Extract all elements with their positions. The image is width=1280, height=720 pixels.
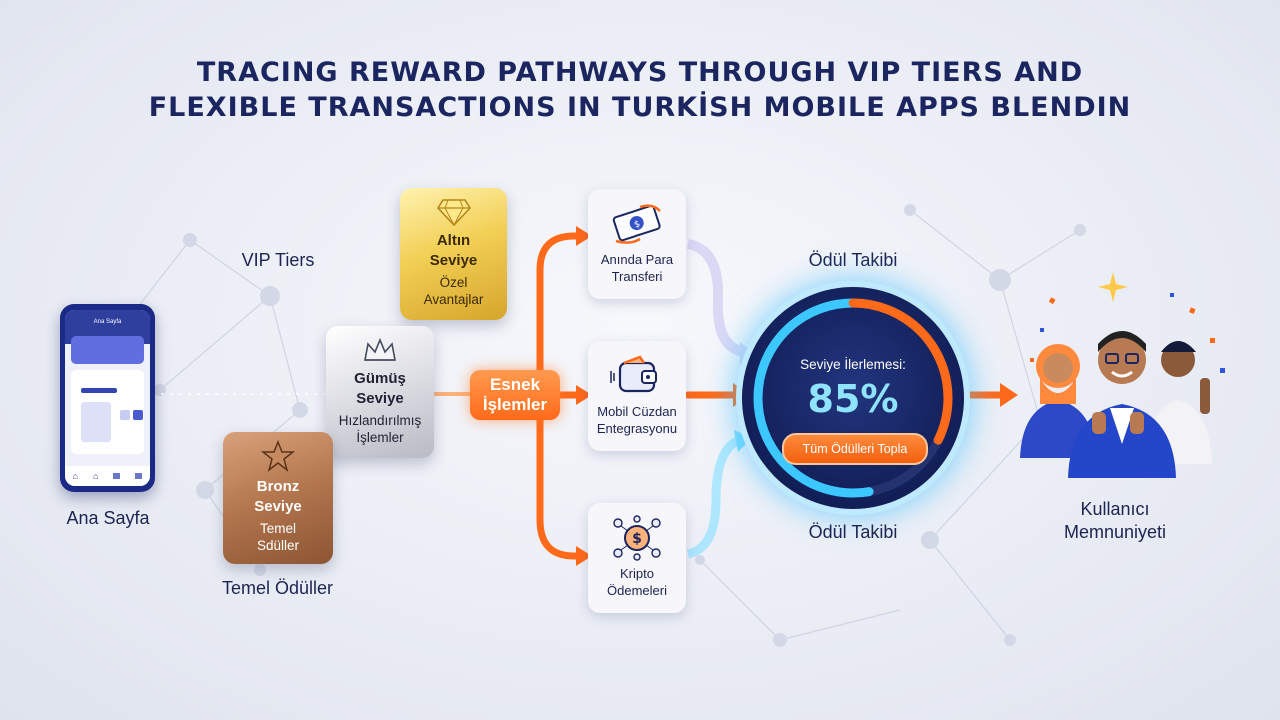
instant-transfer-line-2: Transferi: [611, 269, 663, 284]
flexible-line-2: İşlemler: [482, 395, 548, 414]
gold-tier-sub-1: Özel: [439, 275, 468, 290]
collect-all-rewards-button[interactable]: Tüm Ödülleri Topla: [782, 433, 928, 465]
diamond-icon: [436, 199, 471, 227]
phone-banner: [71, 336, 144, 364]
progress-ring: [753, 298, 953, 498]
gold-tier-sub-2: Avantajlar: [423, 292, 484, 307]
vip-tiers-label: VIP Tiers: [241, 250, 315, 270]
gold-tier-title-1: Altın: [436, 232, 471, 249]
page-title-line-1: TRACING REWARD PATHWAYS THROUGH VIP TIER…: [196, 57, 1084, 88]
instant-transfer-line-1: Anında Para: [600, 252, 674, 267]
user-satisfaction-line-2: Memnuniyeti: [1063, 522, 1167, 542]
phone-tab-bar: ⌂ ⌂: [65, 466, 150, 486]
phone-content-card: [71, 370, 144, 454]
money-transfer-icon: $: [612, 204, 661, 244]
bronze-tier-sub-2: Sdüller: [256, 538, 300, 553]
reward-tracking-label-bottom: Ödül Takibi: [808, 522, 898, 542]
phone-home-screen[interactable]: Ana Sayfa ⌂ ⌂: [60, 304, 155, 492]
mobile-wallet-card[interactable]: Mobil Cüzdan Entegrasyonu: [588, 341, 686, 451]
star-icon: [260, 439, 296, 472]
crown-icon: [364, 337, 396, 361]
svg-text:$: $: [632, 531, 642, 547]
gold-tier-card[interactable]: Altın Seviye Özel Avantajlar: [400, 188, 507, 320]
instant-transfer-card[interactable]: $ Anında Para Transferi: [588, 189, 686, 299]
phone-screen: Ana Sayfa ⌂ ⌂: [65, 310, 150, 486]
progress-caption: Seviye İlerlemesi:: [800, 357, 906, 372]
reward-progress-tracker: Seviye İlerlemesi: 85% Tüm Ödülleri Topl…: [742, 287, 964, 509]
user-satisfaction-line-1: Kullanıcı: [1080, 499, 1150, 519]
silver-tier-sub-2: İşlemler: [356, 430, 404, 445]
silver-tier-sub-1: Hızlandırılmış: [338, 413, 422, 428]
temel-oduller-label: Temel Ödüller: [221, 578, 334, 598]
wallet-icon: [610, 355, 657, 393]
mobile-wallet-line-1: Mobil Cüzdan: [597, 404, 677, 419]
flexible-line-1: Esnek: [489, 375, 541, 394]
menu-tab-icon[interactable]: [135, 473, 143, 479]
crypto-line-2: Ödemeleri: [607, 583, 667, 598]
silver-tier-card[interactable]: Gümüş Seviye Hızlandırılmış İşlemler: [326, 326, 434, 458]
reward-tracking-label-top: Ödül Takibi: [808, 250, 898, 270]
mobile-wallet-line-2: Entegrasyonu: [596, 421, 678, 436]
page-title-line-2: FLEXIBLE TRANSACTIONS IN TURKİSH MOBILE …: [148, 92, 1132, 123]
silver-tier-title-1: Gümüş: [354, 370, 406, 387]
bronze-tier-card[interactable]: Bronz Seviye Temel Sdüller: [223, 432, 333, 564]
bronze-tier-title-1: Bronz: [256, 478, 300, 495]
svg-text:$: $: [633, 219, 642, 230]
wallet-tab-icon[interactable]: [113, 473, 121, 479]
crypto-coin-icon: $: [613, 515, 661, 561]
user-satisfaction-label: Kullanıcı Memnuniyeti: [1030, 498, 1200, 544]
phone-header-title: Ana Sayfa: [93, 319, 122, 325]
home-tab-icon[interactable]: ⌂: [72, 471, 78, 481]
crypto-payments-card[interactable]: $ Kripto Ödemeleri: [588, 503, 686, 613]
happy-users-illustration: [1020, 272, 1225, 478]
home-label: Ana Sayfa: [66, 508, 150, 528]
bronze-tier-sub-1: Temel: [259, 521, 296, 536]
progress-percent: 85%: [807, 377, 899, 421]
gold-tier-title-2: Seviye: [429, 252, 478, 269]
crypto-line-1: Kripto: [620, 566, 654, 581]
silver-tier-title-2: Seviye: [356, 390, 404, 407]
bronze-tier-title-2: Seviye: [254, 498, 302, 515]
flexible-transactions-node[interactable]: Esnek İşlemler: [470, 370, 560, 420]
shop-tab-icon[interactable]: ⌂: [92, 471, 99, 481]
